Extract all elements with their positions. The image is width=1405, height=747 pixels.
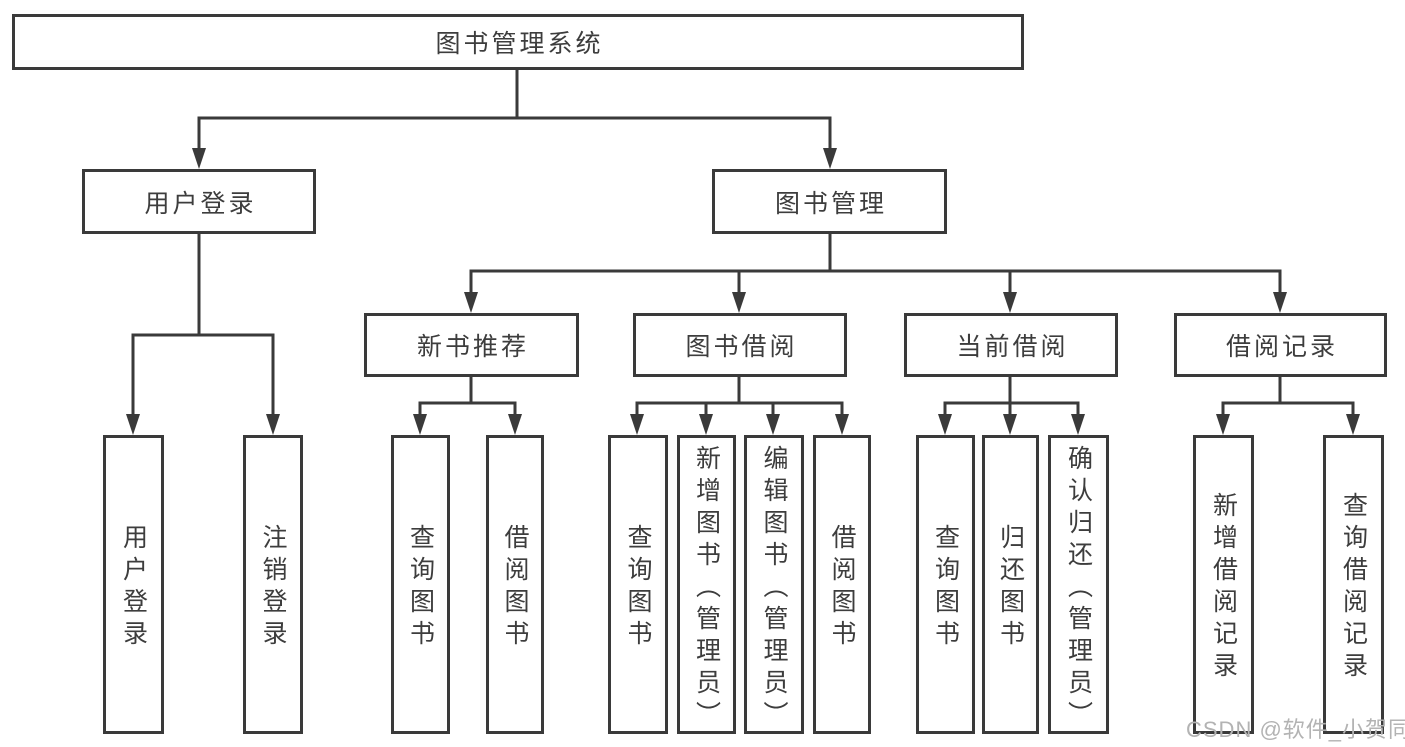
leaf-logout: 注销登录 xyxy=(243,435,303,734)
node-label: 新增借阅记录 xyxy=(1209,492,1238,684)
leaf-query-borrow-record: 查询借阅记录 xyxy=(1323,435,1384,734)
csdn-watermark: CSDN @软件_小贺同学 xyxy=(1186,717,1405,742)
node-label: 归还图书 xyxy=(996,524,1025,652)
arrowheads xyxy=(126,148,1360,435)
node-label: 注销登录 xyxy=(259,524,287,652)
node-book-management: 图书管理 xyxy=(712,169,947,234)
leaf-return-books: 归还图书 xyxy=(982,435,1039,734)
leaf-borrow-books-recommend: 借阅图书 xyxy=(486,435,544,734)
node-label: 查询借阅记录 xyxy=(1339,492,1368,684)
node-label: 图书管理 xyxy=(774,189,887,218)
node-label: 用户登录 xyxy=(119,524,148,652)
node-borrowing-records: 借阅记录 xyxy=(1174,313,1387,377)
node-label: 新增图书（管理员） xyxy=(692,445,721,733)
node-label: 当前借阅 xyxy=(956,333,1069,361)
node-book-borrowing: 图书借阅 xyxy=(633,313,847,377)
node-label: 编辑图书（管理员） xyxy=(760,445,788,733)
node-label: 查询图书 xyxy=(624,524,652,652)
node-library-management-system: 图书管理系统 xyxy=(12,14,1024,70)
node-label: 确认归还（管理员） xyxy=(1064,445,1093,733)
leaf-user-login: 用户登录 xyxy=(103,435,164,734)
leaf-query-books-current: 查询图书 xyxy=(916,435,975,734)
node-label: 查询图书 xyxy=(406,524,435,652)
leaf-add-books-admin: 新增图书（管理员） xyxy=(677,435,736,734)
node-label: 新书推荐 xyxy=(416,333,529,361)
leaf-borrow-books: 借阅图书 xyxy=(813,435,871,734)
node-label: 借阅图书 xyxy=(828,524,856,652)
node-label: 用户登录 xyxy=(144,189,257,218)
node-label: 图书管理系统 xyxy=(435,30,604,58)
node-new-book-recommendation: 新书推荐 xyxy=(364,313,579,377)
node-user-login: 用户登录 xyxy=(82,169,316,234)
leaf-query-books-recommend: 查询图书 xyxy=(391,435,450,734)
leaf-confirm-return-admin: 确认归还（管理员） xyxy=(1048,435,1109,734)
node-label: 借阅图书 xyxy=(501,524,529,652)
leaf-edit-books-admin: 编辑图书（管理员） xyxy=(744,435,804,734)
node-label: 图书借阅 xyxy=(685,333,798,361)
node-label: 查询图书 xyxy=(931,524,960,652)
node-current-borrowing: 当前借阅 xyxy=(904,313,1118,377)
leaf-query-books-borrow: 查询图书 xyxy=(608,435,668,734)
node-label: 借阅记录 xyxy=(1225,333,1338,361)
leaf-add-borrow-record: 新增借阅记录 xyxy=(1193,435,1254,734)
